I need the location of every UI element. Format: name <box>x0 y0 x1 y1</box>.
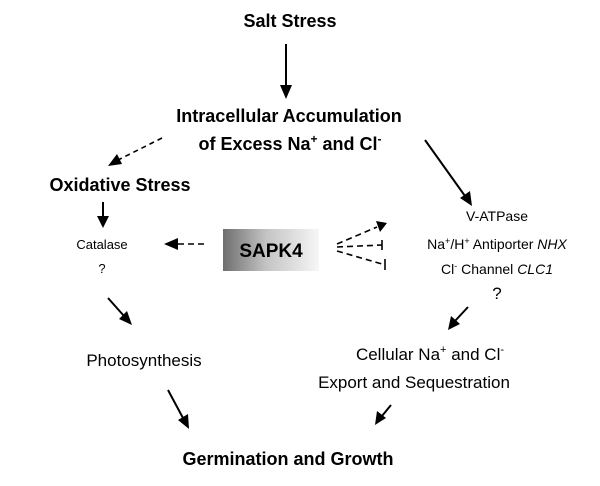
node-salt-stress: Salt Stress <box>243 11 336 31</box>
arrow-sapk4-to-vatpase <box>336 221 387 245</box>
export-na-text: Cellular Na <box>356 345 441 364</box>
arrow-oxidative-to-catalase <box>97 202 109 228</box>
arrow-transporters-to-export <box>448 306 469 330</box>
node-catalase-question: ? <box>98 261 105 276</box>
arrow-sapk4-to-channel <box>336 250 386 270</box>
export-cl-superscript: - <box>500 344 504 356</box>
sapk4-box <box>223 229 319 271</box>
node-accumulation-line2: of Excess Na+ and Cl- <box>198 132 381 154</box>
accumulation-na-text: of Excess Na <box>198 134 311 154</box>
channel-cl-superscript: - <box>454 261 457 271</box>
antiporter-gene-nhx: NHX <box>537 236 567 252</box>
node-catalase: Catalase <box>76 237 127 252</box>
node-export-line2: Export and Sequestration <box>318 373 510 392</box>
arrow-salt-to-accumulation <box>280 44 292 99</box>
node-channel: Cl- Channel CLC1 <box>441 261 553 277</box>
node-germination: Germination and Growth <box>182 449 393 469</box>
antiporter-na-superscript: + <box>445 236 450 246</box>
arrow-sapk4-to-antiporter <box>336 240 383 250</box>
channel-label-text: Channel <box>457 261 517 277</box>
arrow-sapk4-to-catalase <box>164 238 204 250</box>
node-transporters-question: ? <box>492 284 501 303</box>
node-oxidative-stress: Oxidative Stress <box>49 175 190 195</box>
node-sapk4: SAPK4 <box>239 241 303 262</box>
arrow-photosynthesis-to-germination <box>167 389 189 429</box>
arrow-export-to-germination <box>375 404 392 425</box>
channel-cl-text: Cl <box>441 261 454 277</box>
export-na-superscript: + <box>440 344 446 356</box>
channel-gene-clc1: CLC1 <box>517 261 553 277</box>
arrow-accumulation-to-transporters <box>424 139 472 206</box>
node-photosynthesis: Photosynthesis <box>86 351 201 370</box>
node-export-line1: Cellular Na+ and Cl- <box>356 344 504 364</box>
antiporter-h-superscript: + <box>464 236 469 246</box>
export-cl-text: and Cl <box>446 345 500 364</box>
antiporter-h-text: /H <box>450 236 464 252</box>
node-vatpase: V-ATPase <box>466 208 528 224</box>
accumulation-na-superscript: + <box>311 132 318 146</box>
node-accumulation-line1: Intracellular Accumulation <box>176 106 401 126</box>
arrow-catalase-to-photosynthesis <box>107 297 132 325</box>
arrow-accumulation-to-oxidative <box>108 137 163 166</box>
antiporter-na-text: Na <box>427 236 445 252</box>
antiporter-label-text: Antiporter <box>470 236 538 252</box>
node-antiporter: Na+/H+ Antiporter NHX <box>427 236 567 252</box>
accumulation-cl-superscript: - <box>378 132 382 146</box>
accumulation-cl-text: and Cl <box>318 134 378 154</box>
